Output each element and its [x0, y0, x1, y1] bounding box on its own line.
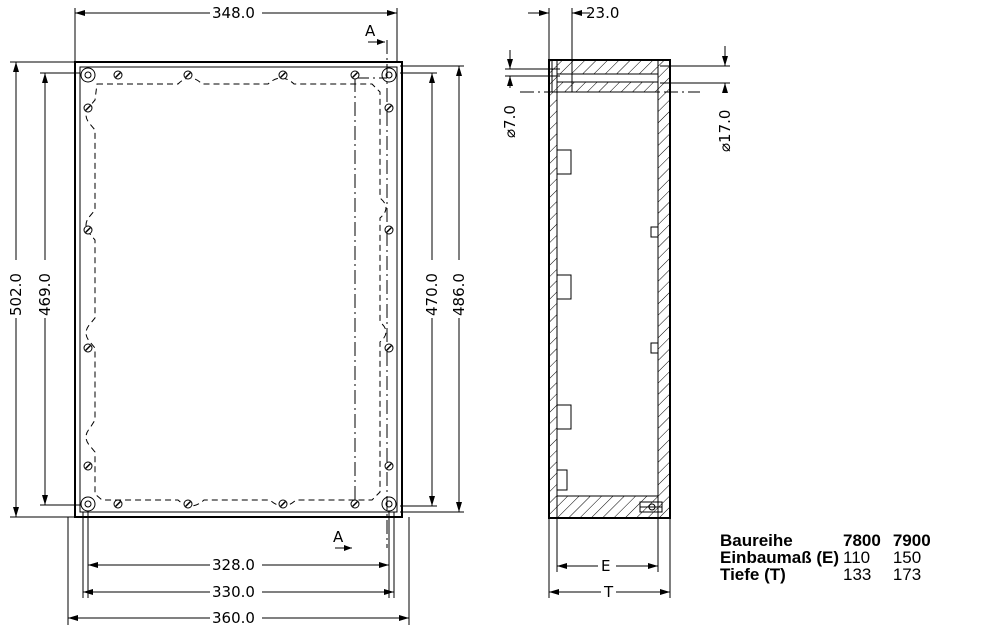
screw-slot [184, 71, 192, 79]
top-flange [556, 59, 659, 75]
screw-slot [351, 500, 359, 508]
dim-label-hole-7: ⌀7.0 [501, 105, 519, 138]
dim-label-348: 348.0 [212, 4, 255, 22]
dim-label-t: T [603, 583, 614, 601]
dim-height-right-outer: 486.0 [400, 65, 468, 513]
screw-slot [351, 71, 359, 79]
spec-row-col1: 110 [843, 548, 871, 567]
dim-label-502: 502.0 [7, 273, 25, 316]
spec-row-einbaumass: Einbaumaß (E) 110 150 [720, 549, 937, 566]
dim-label-330: 330.0 [212, 583, 255, 601]
spec-header-label: Baureihe [720, 531, 793, 550]
spec-table: Baureihe 7800 7900 Einbaumaß (E) 110 150… [720, 532, 937, 583]
dim-depth-e: E [556, 518, 659, 575]
back-wall [548, 59, 558, 519]
screw-slot [279, 500, 287, 508]
dim-label-hole-17: ⌀17.0 [716, 110, 734, 152]
dim-label-469: 469.0 [36, 273, 54, 316]
screw-slot [279, 71, 287, 79]
dim-depth-t: T [548, 518, 671, 601]
spec-row-col2: 150 [892, 548, 922, 567]
front-wall [657, 59, 671, 519]
dim-label-328: 328.0 [212, 556, 255, 574]
screw-slot [385, 344, 393, 352]
side-view: 23.0 ⌀7.0 ⌀17.0 [501, 4, 734, 601]
screw-slot [84, 344, 92, 352]
dim-hole-small: ⌀7.0 [501, 50, 560, 138]
dim-top-width: 348.0 [74, 4, 398, 62]
dim-label-23: 23.0 [586, 4, 619, 22]
dim-label-486: 486.0 [450, 273, 468, 316]
dim-lip-depth: 23.0 [528, 4, 619, 60]
dim-label-470: 470.0 [423, 273, 441, 316]
dim-bottom-mid: 330.0 [82, 512, 395, 601]
dim-height-outer: 502.0 [7, 61, 75, 518]
screw-slot [385, 104, 393, 112]
screw-group [83, 70, 394, 509]
spec-header-row: Baureihe 7800 7900 [720, 532, 937, 549]
spec-row-label: Tiefe (T) [720, 565, 786, 584]
dim-height-right-inner: 470.0 [400, 72, 441, 507]
screw-slot [114, 71, 122, 79]
top-wall [556, 81, 659, 93]
outer-frame [74, 61, 403, 518]
screw-slot [84, 104, 92, 112]
screw-slot [385, 226, 393, 234]
screw-slot [385, 462, 393, 470]
spec-row-tiefe: Tiefe (T) 133 173 [720, 566, 937, 583]
dim-hole-large: ⌀17.0 [660, 46, 734, 152]
screw-slot [184, 500, 192, 508]
dim-label-360: 360.0 [212, 609, 255, 627]
screw-slot [84, 226, 92, 234]
screw-slot [84, 462, 92, 470]
section-marker-top: A [365, 22, 376, 40]
section-marker-bottom: A [333, 528, 344, 546]
front-view: A A 348.0 [7, 4, 468, 627]
spec-header-col2: 7900 [892, 531, 931, 550]
dim-label-e: E [601, 557, 610, 575]
spec-row-col2: 173 [892, 565, 922, 584]
spec-row-col1: 133 [843, 565, 872, 584]
dim-bottom-outer: 360.0 [67, 517, 410, 627]
dim-height-inner: 469.0 [36, 72, 80, 506]
screw-slot [114, 500, 122, 508]
spec-row-label: Einbaumaß (E) [720, 548, 840, 567]
spec-header-col1: 7800 [843, 531, 881, 550]
dim-bottom-inner: 328.0 [87, 512, 390, 598]
latch-icon [639, 501, 663, 513]
inner-frame [79, 66, 398, 513]
side-body [548, 59, 671, 519]
opening-outline [85, 77, 387, 507]
corner-boss-icon [80, 67, 397, 512]
